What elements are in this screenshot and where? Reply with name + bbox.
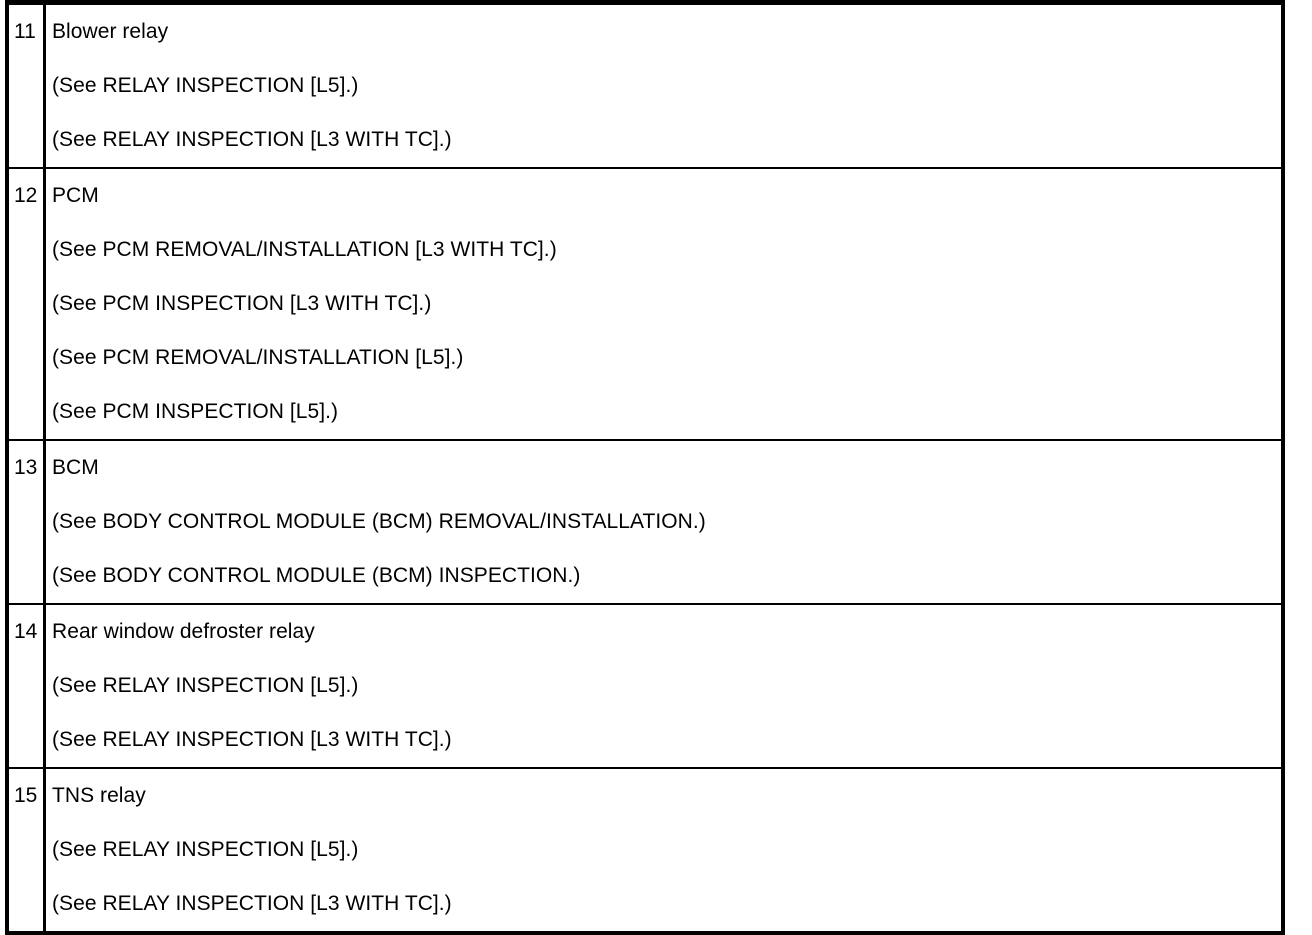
row-content: TNS relay (See RELAY INSPECTION [L5].) (… [46,769,1281,931]
row-number: 14 [14,620,38,643]
row-content-cell: TNS relay (See RELAY INSPECTION [L5].) (… [44,768,1283,933]
component-title: Rear window defroster relay [52,620,315,643]
row-content: Blower relay (See RELAY INSPECTION [L5].… [46,5,1281,167]
row-number: 11 [14,20,36,43]
reference-line: (See BODY CONTROL MODULE (BCM) REMOVAL/I… [52,510,706,533]
row-number-cell: 11 [7,2,46,168]
table-row: 13 BCM (See BODY CONTROL MODULE (BCM) RE… [7,440,1283,604]
row-content-cell: Blower relay (See RELAY INSPECTION [L5].… [44,2,1283,168]
row-number: 15 [14,784,38,807]
component-title: Blower relay [52,20,169,43]
row-content: BCM (See BODY CONTROL MODULE (BCM) REMOV… [46,441,1281,603]
table-row: 11 Blower relay (See RELAY INSPECTION [L… [7,2,1283,168]
table-row: 12 PCM (See PCM REMOVAL/INSTALLATION [L3… [7,168,1283,440]
reference-line: (See RELAY INSPECTION [L3 WITH TC].) [52,892,452,915]
table-row: 14 Rear window defroster relay (See RELA… [7,604,1283,768]
row-number-cell: 14 [7,604,46,768]
component-title: BCM [52,456,99,479]
reference-line: (See BODY CONTROL MODULE (BCM) INSPECTIO… [52,564,581,587]
row-content: Rear window defroster relay (See RELAY I… [46,605,1281,767]
reference-line: (See PCM REMOVAL/INSTALLATION [L5].) [52,346,464,369]
row-content-cell: Rear window defroster relay (See RELAY I… [44,604,1283,768]
reference-line: (See RELAY INSPECTION [L5].) [52,838,359,861]
row-content: PCM (See PCM REMOVAL/INSTALLATION [L3 WI… [46,169,1281,439]
component-title: PCM [52,184,99,207]
reference-line: (See RELAY INSPECTION [L3 WITH TC].) [52,128,452,151]
reference-line: (See PCM REMOVAL/INSTALLATION [L3 WITH T… [52,238,557,261]
component-title: TNS relay [52,784,146,807]
row-number: 13 [14,456,38,479]
reference-line: (See PCM INSPECTION [L3 WITH TC].) [52,292,432,315]
row-number-cell: 13 [7,440,46,604]
component-reference-table: 11 Blower relay (See RELAY INSPECTION [L… [5,0,1285,935]
row-number: 12 [14,184,38,207]
row-number-cell: 15 [7,768,46,933]
reference-line: (See RELAY INSPECTION [L5].) [52,74,359,97]
page-canvas: 11 Blower relay (See RELAY INSPECTION [L… [5,0,1285,935]
reference-line: (See PCM INSPECTION [L5].) [52,400,339,423]
row-number-cell: 12 [7,168,46,440]
table-body: 11 Blower relay (See RELAY INSPECTION [L… [7,2,1283,933]
reference-line: (See RELAY INSPECTION [L3 WITH TC].) [52,728,452,751]
row-content-cell: PCM (See PCM REMOVAL/INSTALLATION [L3 WI… [44,168,1283,440]
table-row: 15 TNS relay (See RELAY INSPECTION [L5].… [7,768,1283,933]
row-content-cell: BCM (See BODY CONTROL MODULE (BCM) REMOV… [44,440,1283,604]
reference-line: (See RELAY INSPECTION [L5].) [52,674,359,697]
